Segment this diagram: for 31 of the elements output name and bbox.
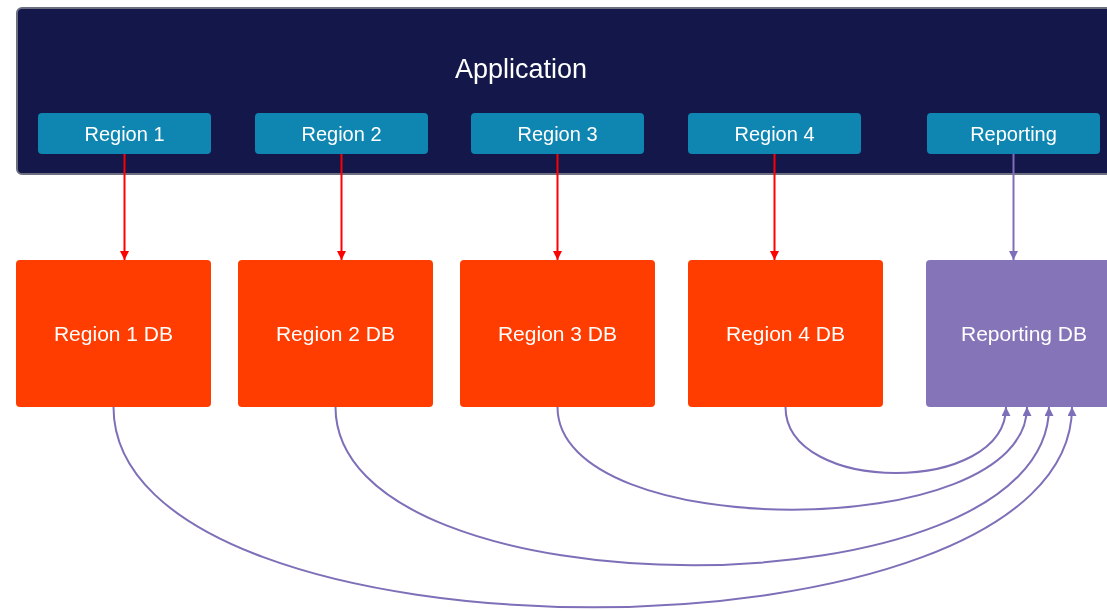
node-label: Reporting DB — [960, 320, 1088, 347]
arrow — [556, 406, 1029, 511]
node-label: Application — [454, 53, 589, 86]
process-box — [471, 113, 644, 154]
node-label: Reporting — [970, 121, 1057, 147]
arrow — [112, 406, 1074, 609]
node-label: Region 3 DB — [497, 320, 618, 347]
database-box — [16, 260, 211, 407]
node-label: Region 4 — [734, 121, 815, 147]
node-label: Region 3 — [517, 121, 598, 147]
process-box — [255, 113, 428, 154]
arrow — [337, 153, 346, 261]
database-box — [238, 260, 433, 407]
arrow — [553, 153, 562, 261]
arrow — [1009, 153, 1018, 261]
arrow — [784, 406, 1009, 474]
process-box — [38, 113, 211, 154]
node-label: Region 1 — [84, 121, 165, 147]
database-box — [688, 260, 883, 407]
node-label: Region 2 DB — [275, 320, 396, 347]
container-panel — [16, 7, 1107, 175]
arrow — [334, 406, 1051, 567]
process-box — [688, 113, 861, 154]
arrow — [770, 153, 779, 261]
database-box — [926, 260, 1107, 407]
node-label: Region 1 DB — [53, 320, 174, 347]
arrow — [120, 153, 129, 261]
node-label: Region 2 — [301, 121, 382, 147]
process-box — [927, 113, 1100, 154]
database-box — [460, 260, 655, 407]
node-label: Region 4 DB — [725, 320, 846, 347]
